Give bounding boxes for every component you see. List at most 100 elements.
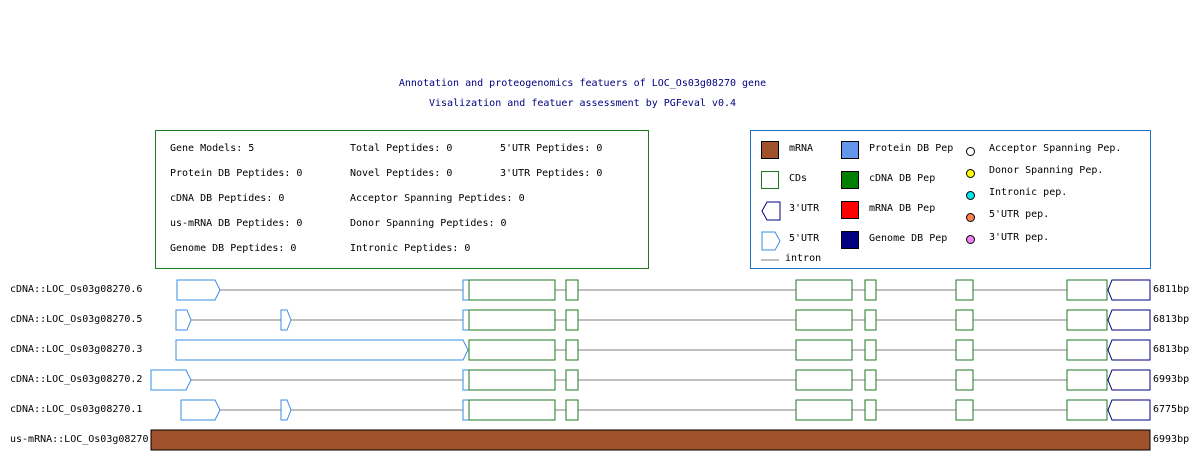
- track-length-3: 6813bp: [1153, 344, 1190, 355]
- track-length-2: 6993bp: [1153, 374, 1190, 385]
- utr5-block: [462, 369, 470, 391]
- legend-cds-label: CDs: [789, 173, 808, 184]
- cds-block: [565, 309, 579, 331]
- utr5-block: [462, 309, 470, 331]
- track-label-2: cDNA::LOC_Os03g08270.2: [10, 374, 143, 385]
- legend-cdna-db-label: cDNA DB Pep: [869, 173, 936, 184]
- legend-utr3-swatch: [761, 201, 781, 221]
- cds-block: [955, 309, 974, 331]
- legend-protein-db-label: Protein DB Pep: [869, 143, 954, 154]
- cds-block: [565, 399, 579, 421]
- cds-block: [565, 339, 579, 361]
- stat-us-mrna-db: us-mRNA DB Peptides: 0: [170, 218, 303, 229]
- cds-block: [468, 399, 556, 421]
- track-6: [176, 279, 1151, 301]
- utr5-block: [175, 339, 469, 361]
- cds-block: [955, 369, 974, 391]
- stat-protein-db: Protein DB Peptides: 0: [170, 168, 303, 179]
- cds-block: [1066, 339, 1108, 361]
- legend-utr5-label: 5'UTR: [789, 233, 820, 244]
- track-3: [175, 339, 1151, 361]
- legend-genome-db-swatch: [841, 231, 859, 249]
- legend-utr3-label: 3'UTR: [789, 203, 820, 214]
- stat-utr3: 3'UTR Peptides: 0: [500, 168, 603, 179]
- cds-block: [955, 279, 974, 301]
- track-length-6: 6811bp: [1153, 284, 1190, 295]
- track-2: [150, 369, 1151, 391]
- track-5: [175, 309, 1151, 331]
- legend-donor-dot: [966, 169, 975, 178]
- utr3-block: [1107, 339, 1151, 361]
- legend-protein-db-swatch: [841, 141, 859, 159]
- cds-block: [1066, 279, 1108, 301]
- legend-utr3-pep-dot: [966, 235, 975, 244]
- cds-block: [1066, 369, 1108, 391]
- cds-block: [795, 339, 853, 361]
- utr3-block: [1107, 369, 1151, 391]
- cds-block: [468, 369, 556, 391]
- track-1: [180, 399, 1151, 421]
- cds-block: [864, 309, 877, 331]
- utr5-block: [180, 399, 221, 421]
- stat-total: Total Peptides: 0: [350, 143, 453, 154]
- legend-mrna-label: mRNA: [789, 143, 814, 154]
- track-label-3: cDNA::LOC_Os03g08270.3: [10, 344, 143, 355]
- track-label-1: cDNA::LOC_Os03g08270.1: [10, 404, 143, 415]
- legend-intronic-dot: [966, 191, 975, 200]
- stat-novel: Novel Peptides: 0: [350, 168, 453, 179]
- track-label-5: cDNA::LOC_Os03g08270.5: [10, 314, 143, 325]
- utr5-block: [175, 309, 192, 331]
- legend-mrna-db-label: mRNA DB Pep: [869, 203, 936, 214]
- legend-acceptor-dot: [966, 147, 975, 156]
- legend-cds-swatch: [761, 171, 779, 189]
- cds-block: [468, 339, 556, 361]
- track-length-5: 6813bp: [1153, 314, 1190, 325]
- cds-block: [468, 309, 556, 331]
- cds-block: [864, 399, 877, 421]
- legend-utr5-swatch: [761, 231, 781, 251]
- chart-title: Annotation and proteogenomics featuers o…: [398, 78, 767, 89]
- legend-utr5-pep-label: 5'UTR pep.: [989, 209, 1050, 220]
- stat-genome-db: Genome DB Peptides: 0: [170, 243, 297, 254]
- utr3-block: [1107, 279, 1151, 301]
- legend-acceptor-label: Acceptor Spanning Pep.: [989, 143, 1122, 154]
- legend-donor-label: Donor Spanning Pep.: [989, 165, 1104, 176]
- cds-block: [468, 279, 556, 301]
- track-label-6: cDNA::LOC_Os03g08270.6: [10, 284, 143, 295]
- track-label-us-mrna: us-mRNA::LOC_Os03g08270: [10, 434, 149, 445]
- cds-block: [795, 369, 853, 391]
- legend-panel: mRNA CDs 3'UTR 5'UTR intron Protein DB P…: [750, 130, 1151, 269]
- stat-intronic: Intronic Peptides: 0: [350, 243, 471, 254]
- cds-block: [795, 279, 853, 301]
- legend-utr5-pep-dot: [966, 213, 975, 222]
- cds-block: [565, 279, 579, 301]
- legend-mrna-swatch: [761, 141, 779, 159]
- track-length-us-mrna: 6993bp: [1153, 434, 1190, 445]
- utr5-block: [462, 399, 470, 421]
- utr3-block: [1107, 309, 1151, 331]
- cds-block: [864, 339, 877, 361]
- utr5-block: [150, 369, 192, 391]
- stat-utr5: 5'UTR Peptides: 0: [500, 143, 603, 154]
- stat-acceptor: Acceptor Spanning Peptides: 0: [350, 193, 525, 204]
- cds-block: [795, 309, 853, 331]
- legend-mrna-db-swatch: [841, 201, 859, 219]
- cds-block: [1066, 399, 1108, 421]
- us-mrna-block: [150, 429, 1151, 451]
- utr5-block: [280, 309, 292, 331]
- cds-block: [955, 339, 974, 361]
- utr5-block: [462, 279, 470, 301]
- legend-cdna-db-swatch: [841, 171, 859, 189]
- legend-intronic-label: Intronic pep.: [989, 187, 1068, 198]
- utr5-block: [280, 399, 292, 421]
- cds-block: [955, 399, 974, 421]
- chart-subtitle: Visalization and featuer assessment by P…: [428, 98, 737, 109]
- cds-block: [795, 399, 853, 421]
- utr5-block: [176, 279, 221, 301]
- utr3-block: [1107, 399, 1151, 421]
- stat-gene-models: Gene Models: 5: [170, 143, 255, 154]
- cds-block: [864, 279, 877, 301]
- statistics-panel: Gene Models: 5 Protein DB Peptides: 0 cD…: [155, 130, 649, 269]
- cds-block: [864, 369, 877, 391]
